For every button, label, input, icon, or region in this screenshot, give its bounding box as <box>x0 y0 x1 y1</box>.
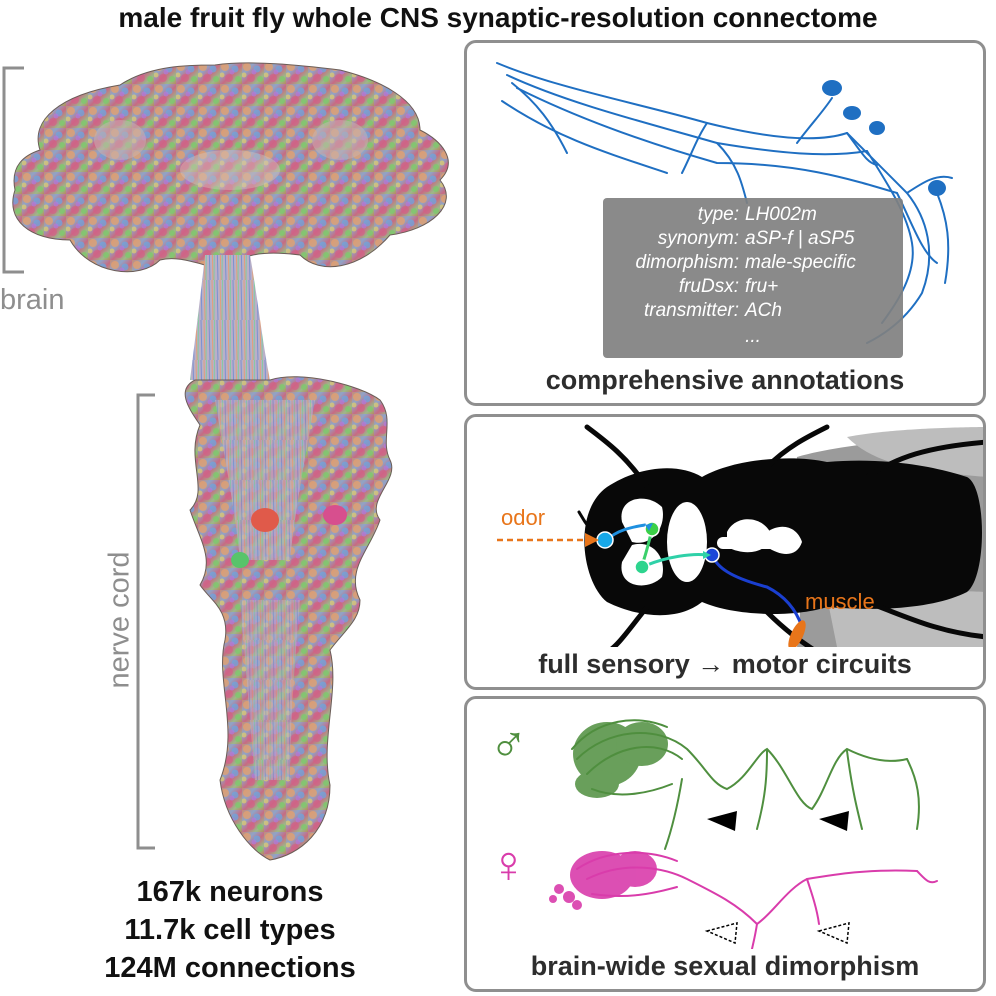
dimorphism-neurons <box>549 719 938 949</box>
brain-shape <box>12 62 449 273</box>
arrowhead-filled <box>707 811 737 831</box>
annotation-ellipsis: ... <box>745 326 761 347</box>
nerve-cord-label: nerve cord <box>103 551 136 689</box>
female-symbol: ♀ <box>489 836 528 894</box>
stat-neurons: 167k neurons <box>136 876 324 908</box>
annotation-key: dimorphism: <box>635 252 739 273</box>
annotation-key: fruDsx: <box>678 276 739 297</box>
male-symbol: ♂ <box>489 716 528 774</box>
annotation-key: transmitter: <box>643 300 739 321</box>
annotation-key: type: <box>697 204 739 225</box>
cns-illustration <box>2 62 449 861</box>
circuits-title: full sensory → motor circuits <box>538 649 912 679</box>
arrowhead-filled <box>819 811 849 831</box>
muscle-label: muscle <box>805 589 875 614</box>
annotations-title: comprehensive annotations <box>545 365 905 395</box>
annotations-panel: type: LH002m synonym: aSP-f | aSP5 dimor… <box>464 40 986 406</box>
nerve-cord-bracket <box>136 393 155 850</box>
stat-connections: 124M connections <box>104 952 356 984</box>
circuits-panel: odor muscle full sensory → motor circuit… <box>464 414 986 690</box>
figure-title: male fruit fly whole CNS synaptic-resolu… <box>118 2 878 33</box>
annotation-value: male-specific <box>745 252 856 273</box>
annotation-value: LH002m <box>745 204 817 225</box>
annotation-value: ACh <box>745 300 782 321</box>
dimorphism-panel: ♂ ♀ brain-wide sexual dimorphism <box>464 696 986 992</box>
annotation-value: aSP-f | aSP5 <box>745 228 855 249</box>
annotation-box: type: LH002m synonym: aSP-f | aSP5 dimor… <box>603 198 903 358</box>
muscle-shape <box>788 620 806 647</box>
brain-bracket <box>2 66 24 274</box>
arrowhead-outline <box>816 921 850 945</box>
neck-fibers <box>190 255 270 380</box>
arrowhead-outline <box>704 921 738 945</box>
odor-label: odor <box>501 505 546 530</box>
dimorphism-title: brain-wide sexual dimorphism <box>530 951 920 981</box>
annotation-value: fru+ <box>745 276 779 297</box>
stat-cell-types: 11.7k cell types <box>124 914 336 946</box>
brain-label: brain <box>0 284 65 316</box>
annotation-key: synonym: <box>657 228 739 249</box>
fly-circuit-diagram <box>497 424 983 647</box>
